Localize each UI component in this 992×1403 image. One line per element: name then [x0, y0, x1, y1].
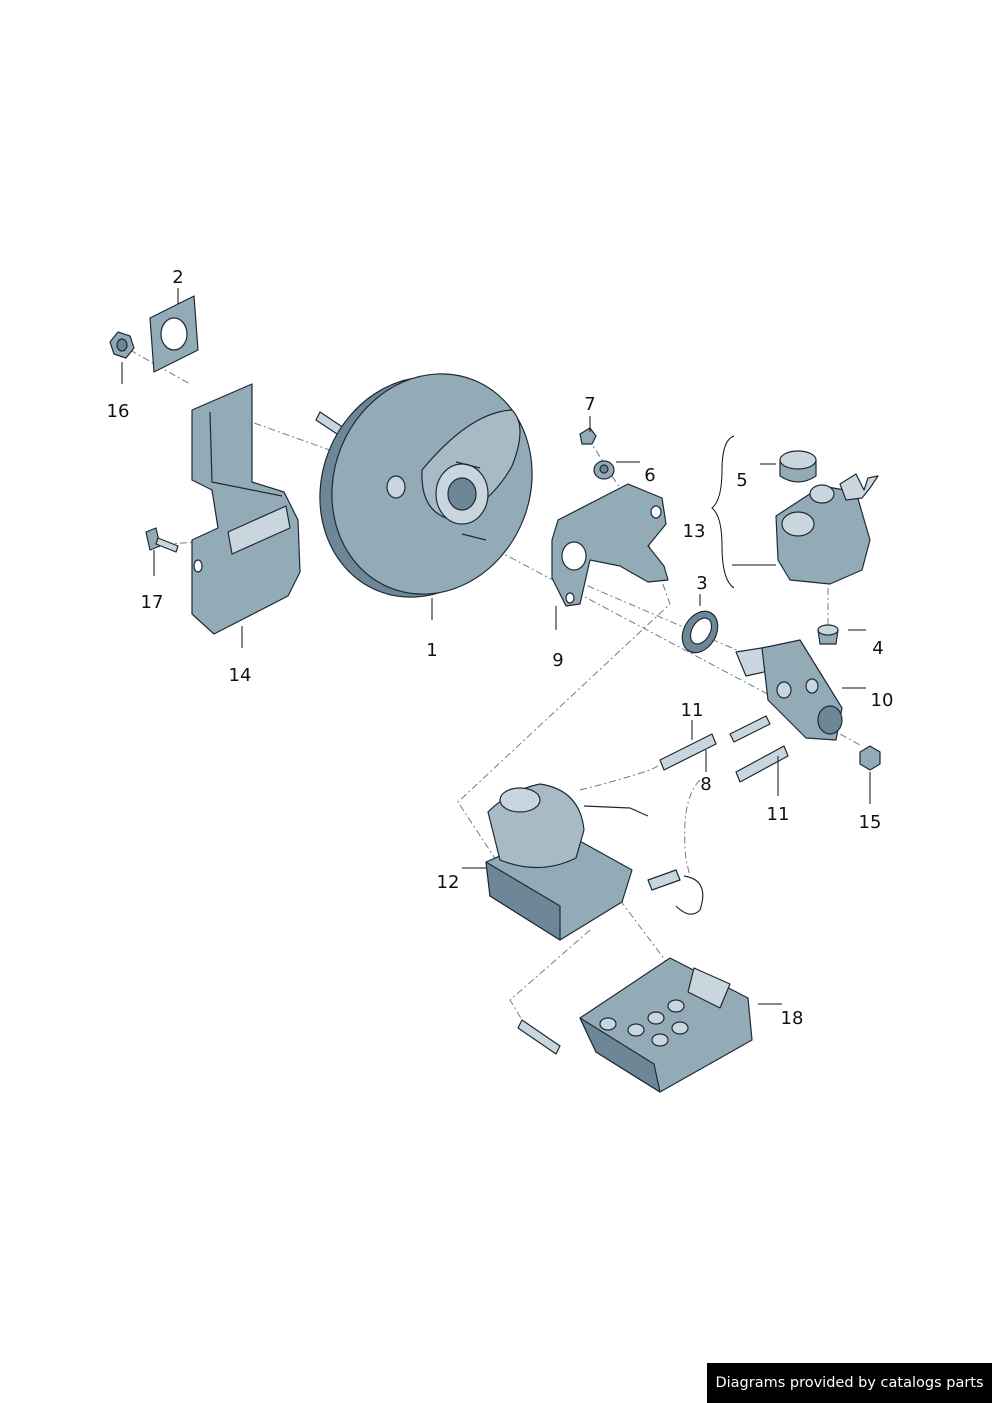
callout-11-lower: 11	[767, 804, 790, 825]
callout-16: 16	[107, 401, 130, 422]
pipe-plug	[517, 1019, 561, 1055]
nut-6	[593, 460, 615, 480]
callout-5: 5	[736, 470, 747, 491]
callout-labels: 1 2 3 4 5 6 7 8 9 10 11 11 12 13 14 15 1…	[107, 267, 894, 1029]
screw-7	[579, 427, 597, 445]
pipe-union-11-right	[735, 745, 789, 783]
callout-11-upper: 11	[681, 700, 704, 721]
attribution-footer: Diagrams provided by catalogs parts	[707, 1363, 992, 1403]
pipe-union-8	[729, 715, 771, 743]
attribution-text: Diagrams provided by catalogs parts	[715, 1375, 984, 1391]
callout-9: 9	[552, 650, 563, 671]
callout-13: 13	[683, 521, 706, 542]
callout-1: 1	[426, 640, 437, 661]
brake-servo	[315, 373, 533, 598]
callout-18: 18	[781, 1008, 804, 1029]
abs-control-unit-18	[579, 957, 753, 1093]
callout-8: 8	[700, 774, 711, 795]
callout-12: 12	[437, 872, 460, 893]
callout-7: 7	[584, 394, 595, 415]
grommet-4	[817, 624, 839, 645]
bolt-17	[145, 527, 179, 553]
leader-lines	[121, 288, 871, 1005]
reservoir-cap-5	[779, 450, 817, 483]
callout-6: 6	[644, 465, 655, 486]
callout-2: 2	[172, 267, 183, 288]
callout-3: 3	[696, 573, 707, 594]
nut-16	[109, 331, 135, 359]
callout-14: 14	[229, 665, 252, 686]
pipe-union-11-left	[659, 733, 717, 771]
nut-15	[859, 745, 881, 771]
gasket	[149, 295, 199, 373]
callout-10: 10	[871, 690, 894, 711]
bracket-14	[191, 383, 301, 635]
callout-4: 4	[872, 638, 883, 659]
master-cylinder-10	[735, 639, 843, 741]
brake-fluid-reservoir	[775, 473, 879, 585]
callout-17: 17	[141, 592, 164, 613]
callout-15: 15	[859, 812, 882, 833]
mounting-plate-9	[551, 483, 669, 607]
seal-ring-3	[681, 610, 719, 654]
abs-hydraulic-unit-12	[485, 783, 704, 941]
